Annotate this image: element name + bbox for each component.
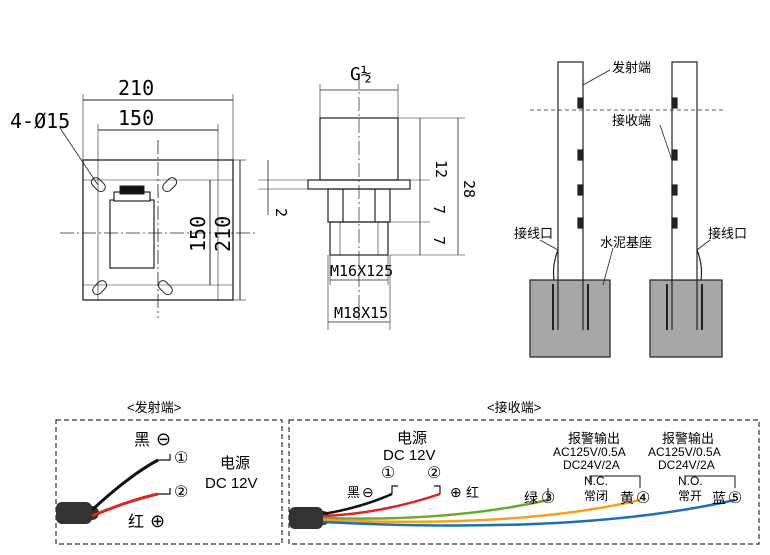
receiver-black-minus-icon: ⊖ xyxy=(362,484,374,500)
emitter-box xyxy=(55,419,283,545)
receiver-pin2: ② xyxy=(427,465,441,482)
receiver-power-label: 电源 xyxy=(397,430,427,447)
receiver-pin3: ③ xyxy=(541,490,555,507)
dim-2: 2 xyxy=(272,208,290,217)
dim-7-lower: 7 xyxy=(430,236,448,245)
receiver-red-plus-icon: ⊕ xyxy=(450,484,462,500)
concrete-base-right xyxy=(649,279,723,358)
plate-hole-bottom-right xyxy=(157,280,173,296)
installation-drawing xyxy=(529,61,725,358)
thread-m18-label: M18X15 xyxy=(334,304,388,322)
emitter-box-title: <发射端> xyxy=(127,400,181,415)
dim-holes-label: 4-Ø15 xyxy=(10,109,70,133)
emitter-pin1: ① xyxy=(174,450,188,467)
emitter-power-label: 电源 xyxy=(220,455,250,472)
label-concrete-base: 水泥基座 xyxy=(600,236,652,251)
alarm-output-2-ac: AC125V/0.5A xyxy=(648,445,721,459)
emitter-red-label: 红 xyxy=(128,513,144,531)
alarm-output-2-title: 报警输出 xyxy=(662,431,714,446)
dim-7-upper: 7 xyxy=(430,205,448,214)
emitter-post xyxy=(557,61,584,281)
receiver-black-label: 黑 xyxy=(347,485,360,500)
receiver-blue-label: 蓝 xyxy=(712,490,726,506)
receiver-cable xyxy=(289,475,736,529)
receiver-pin4: ④ xyxy=(636,490,650,507)
plate-hole-bottom-left xyxy=(92,280,108,296)
thread-m16-label: M16X125 xyxy=(330,262,393,280)
mounting-plate-drawing xyxy=(59,94,255,318)
concrete-base-left xyxy=(529,279,611,358)
fitting-drawing xyxy=(258,75,465,330)
sensor-housing xyxy=(109,199,155,269)
alarm-output-1-dc: DC24V/2A xyxy=(563,458,620,472)
emitter-black-minus-icon: ⊖ xyxy=(156,429,171,449)
dim-plate-outer-width: 210 xyxy=(118,76,154,100)
receiver-box-title: <接收端> xyxy=(487,400,541,415)
receiver-nc-label: N.C. xyxy=(584,474,608,488)
dim-plate-inner-height: 150 xyxy=(186,216,210,252)
receiver-green-label: 绿 xyxy=(524,490,538,506)
receiver-no-label: N.O. xyxy=(678,474,703,488)
plate-hole-top-left xyxy=(90,177,106,193)
label-receiver-end: 接收端 xyxy=(612,113,651,129)
receiver-pin1: ① xyxy=(381,465,395,482)
receiver-post xyxy=(671,61,698,281)
dim-plate-inner-width: 150 xyxy=(118,106,154,130)
alarm-output-1-title: 报警输出 xyxy=(568,431,620,446)
receiver-nc-cn: 常闭 xyxy=(584,489,608,503)
label-emitter-end: 发射端 xyxy=(612,60,651,76)
alarm-output-2-dc: DC24V/2A xyxy=(658,458,715,472)
label-port-left: 接线口 xyxy=(514,226,553,242)
receiver-power-value: DC 12V xyxy=(383,447,436,464)
receiver-yellow-label: 黄 xyxy=(620,490,634,506)
dim-28: 28 xyxy=(460,180,478,198)
emitter-power-value: DC 12V xyxy=(205,475,258,492)
dim-plate-outer-height: 210 xyxy=(211,216,235,252)
plate-hole-top-right xyxy=(162,177,178,193)
emitter-black-label: 黑 xyxy=(134,432,150,449)
sensor-window xyxy=(119,185,145,195)
receiver-box xyxy=(288,419,760,545)
receiver-no-cn: 常开 xyxy=(678,489,702,503)
receiver-pin5: ⑤ xyxy=(728,490,742,507)
alarm-output-1-ac: AC125V/0.5A xyxy=(553,445,626,459)
thread-label: G½ xyxy=(350,64,372,85)
emitter-red-plus-icon: ⊕ xyxy=(150,511,165,531)
label-port-right: 接线口 xyxy=(708,226,747,242)
dim-12: 12 xyxy=(432,160,450,178)
emitter-cable xyxy=(56,454,171,524)
receiver-red-label: 红 xyxy=(466,485,479,500)
emitter-pin2: ② xyxy=(174,484,188,501)
